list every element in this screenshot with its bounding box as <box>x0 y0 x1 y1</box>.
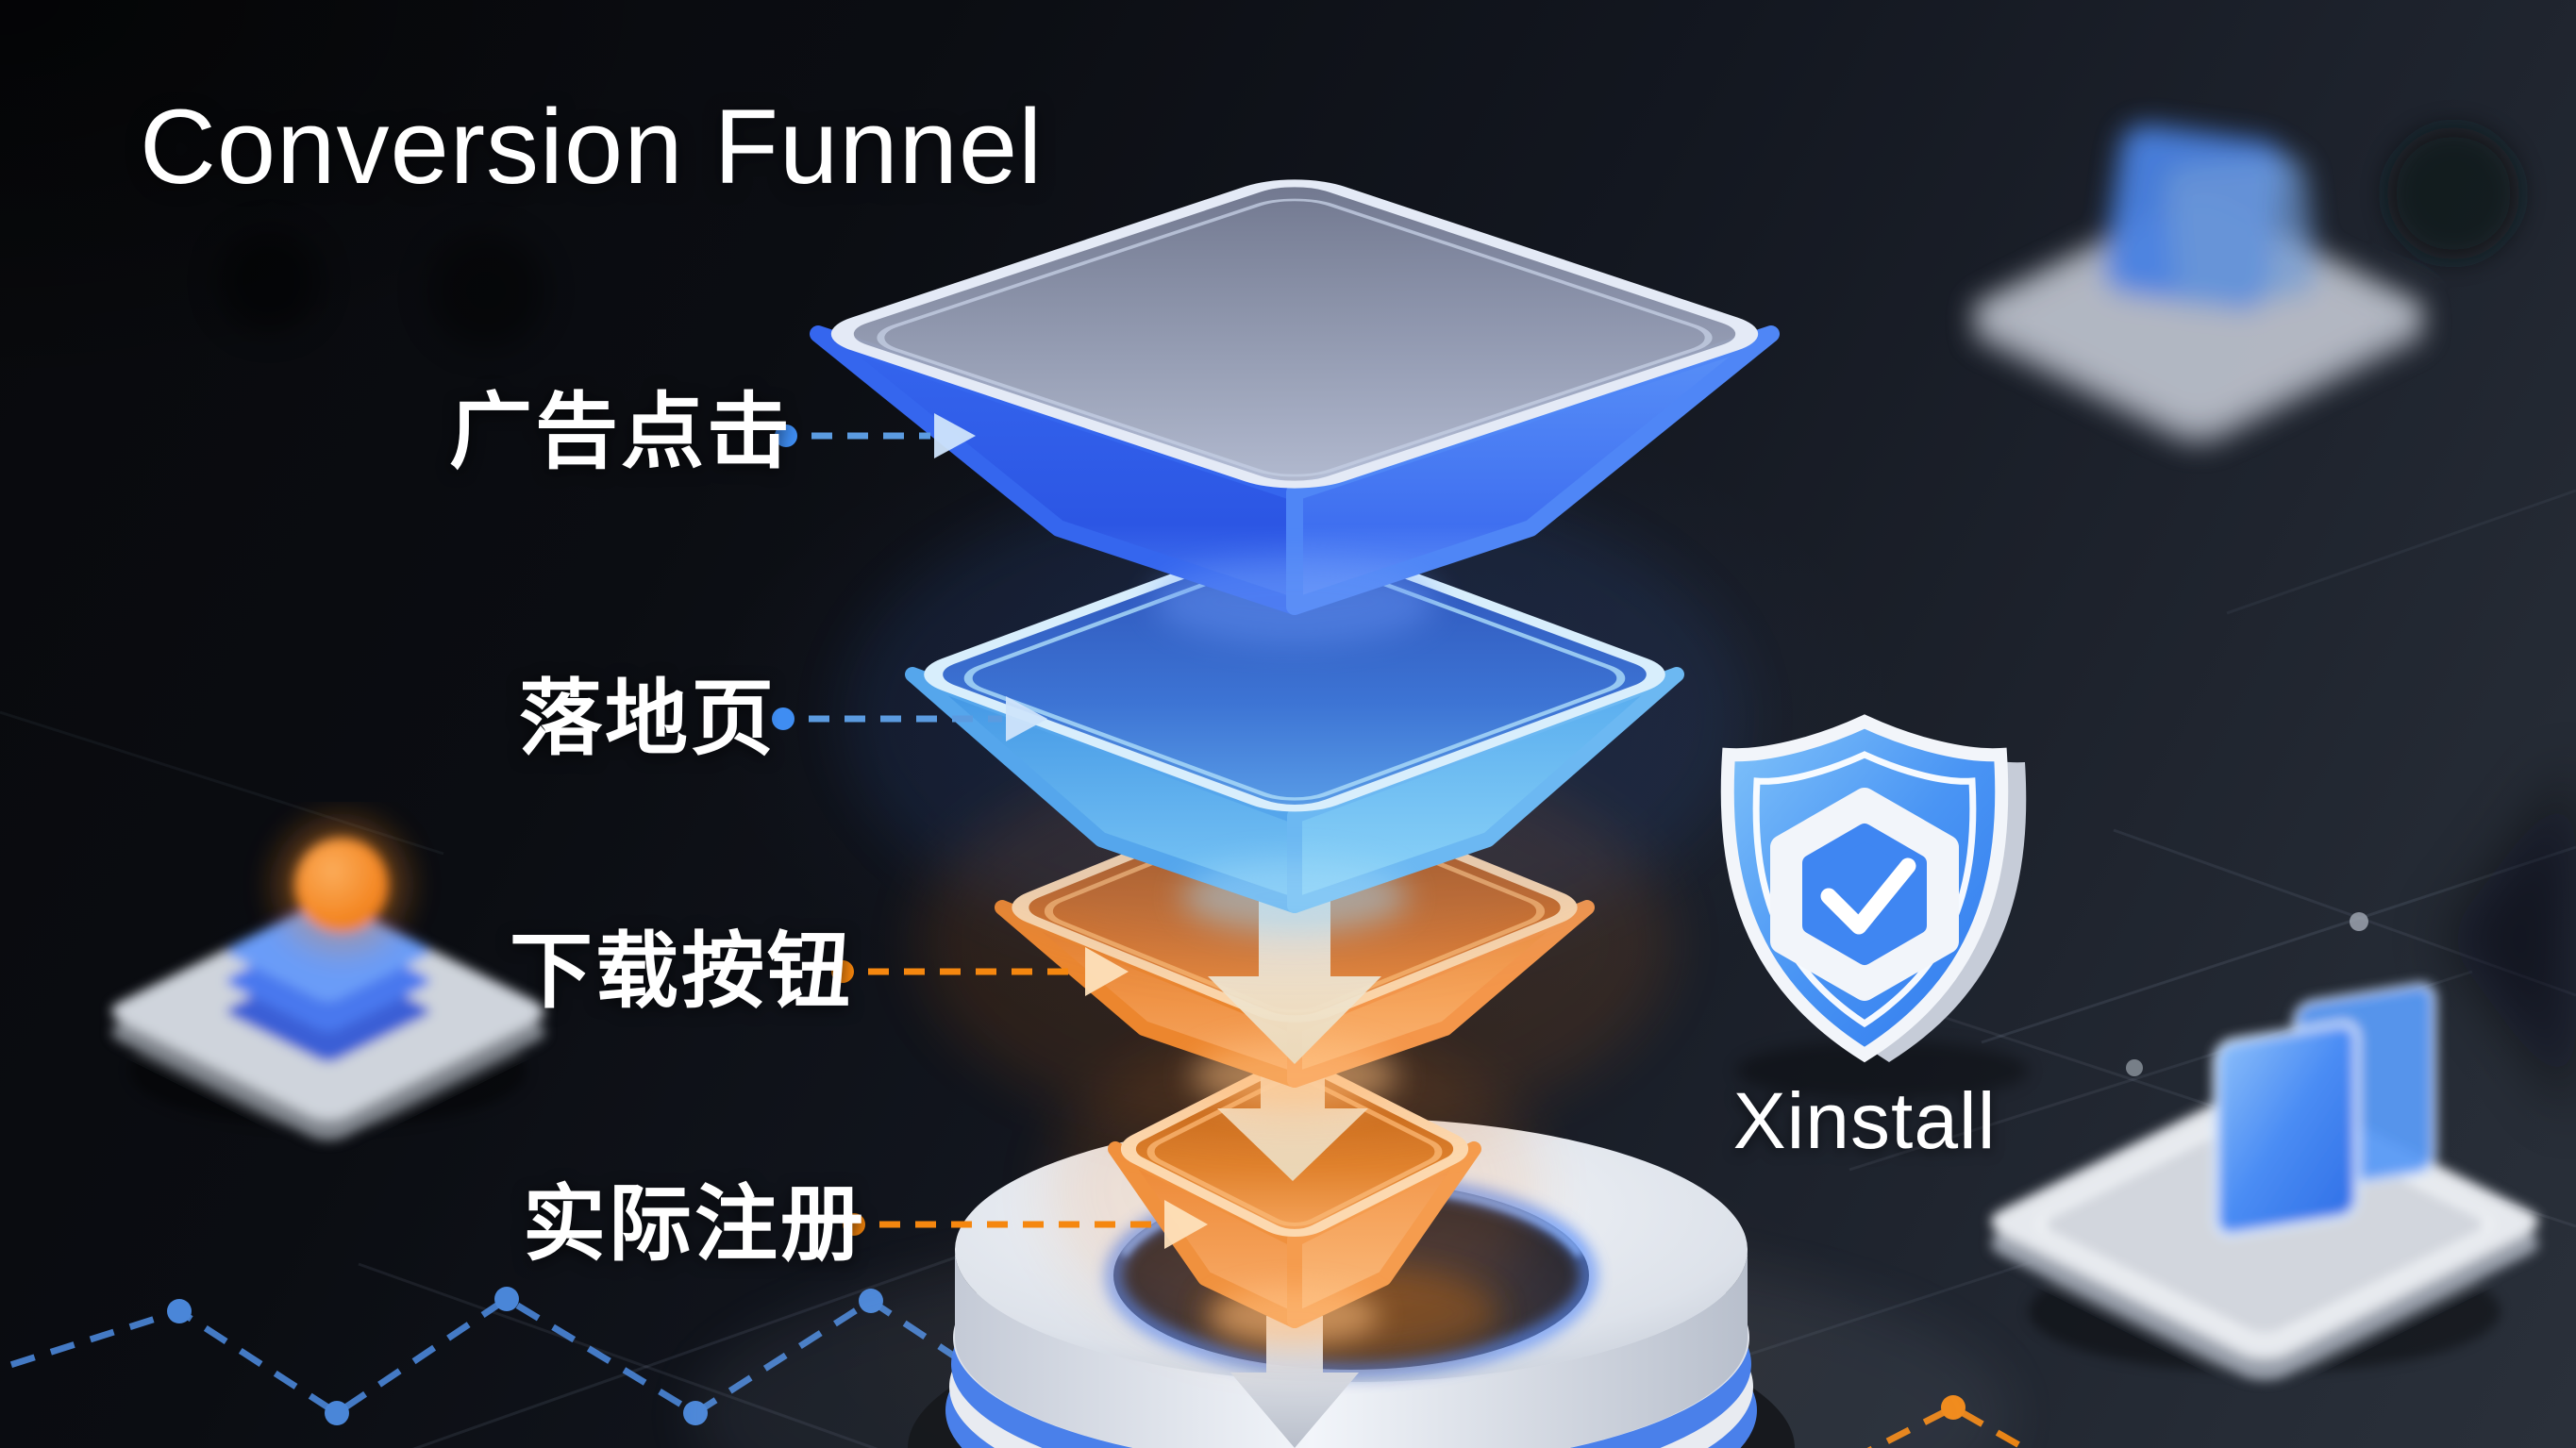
flow-down-arrow-icon-3 <box>1230 1316 1359 1448</box>
funnel-stage-label-landing-page: 落地页 <box>519 672 778 765</box>
connector-download-button <box>831 947 1129 996</box>
flow-down-arrow-icon-1 <box>1208 877 1381 1064</box>
connector-landing-page <box>772 696 1047 741</box>
connector-dot <box>831 960 854 983</box>
connector-dot <box>843 1213 865 1236</box>
funnel-layer-1 <box>810 179 1780 644</box>
connector-arrow-icon <box>1006 696 1047 741</box>
connector-arrow-icon <box>1164 1200 1208 1249</box>
bg-object-top-right <box>1971 125 2519 446</box>
connector-registration <box>843 1200 1208 1249</box>
connector-dot <box>772 707 795 730</box>
floor-grid <box>0 489 2576 1448</box>
funnel-layer-2 <box>842 472 1748 962</box>
check-icon <box>1820 857 1916 935</box>
connector-ad-click <box>775 413 976 458</box>
shield-check-icon <box>1720 714 2029 1101</box>
background-shadows <box>217 229 2576 1118</box>
page-title: Conversion Funnel <box>140 88 1044 206</box>
brand-name: Xinstall <box>1732 1076 1997 1165</box>
funnel-stage-label-download-button: 下载按钮 <box>510 924 854 1018</box>
bg-object-left-pedestal <box>111 819 545 1140</box>
connector-arrow-icon <box>1085 947 1129 996</box>
bg-object-books <box>1991 982 2538 1380</box>
funnel-stage-label-registration: 实际注册 <box>523 1177 867 1271</box>
connector-dot <box>775 424 797 447</box>
connector-arrow-icon <box>934 413 976 458</box>
funnel-stage-label-ad-click: 广告点击 <box>449 385 794 478</box>
